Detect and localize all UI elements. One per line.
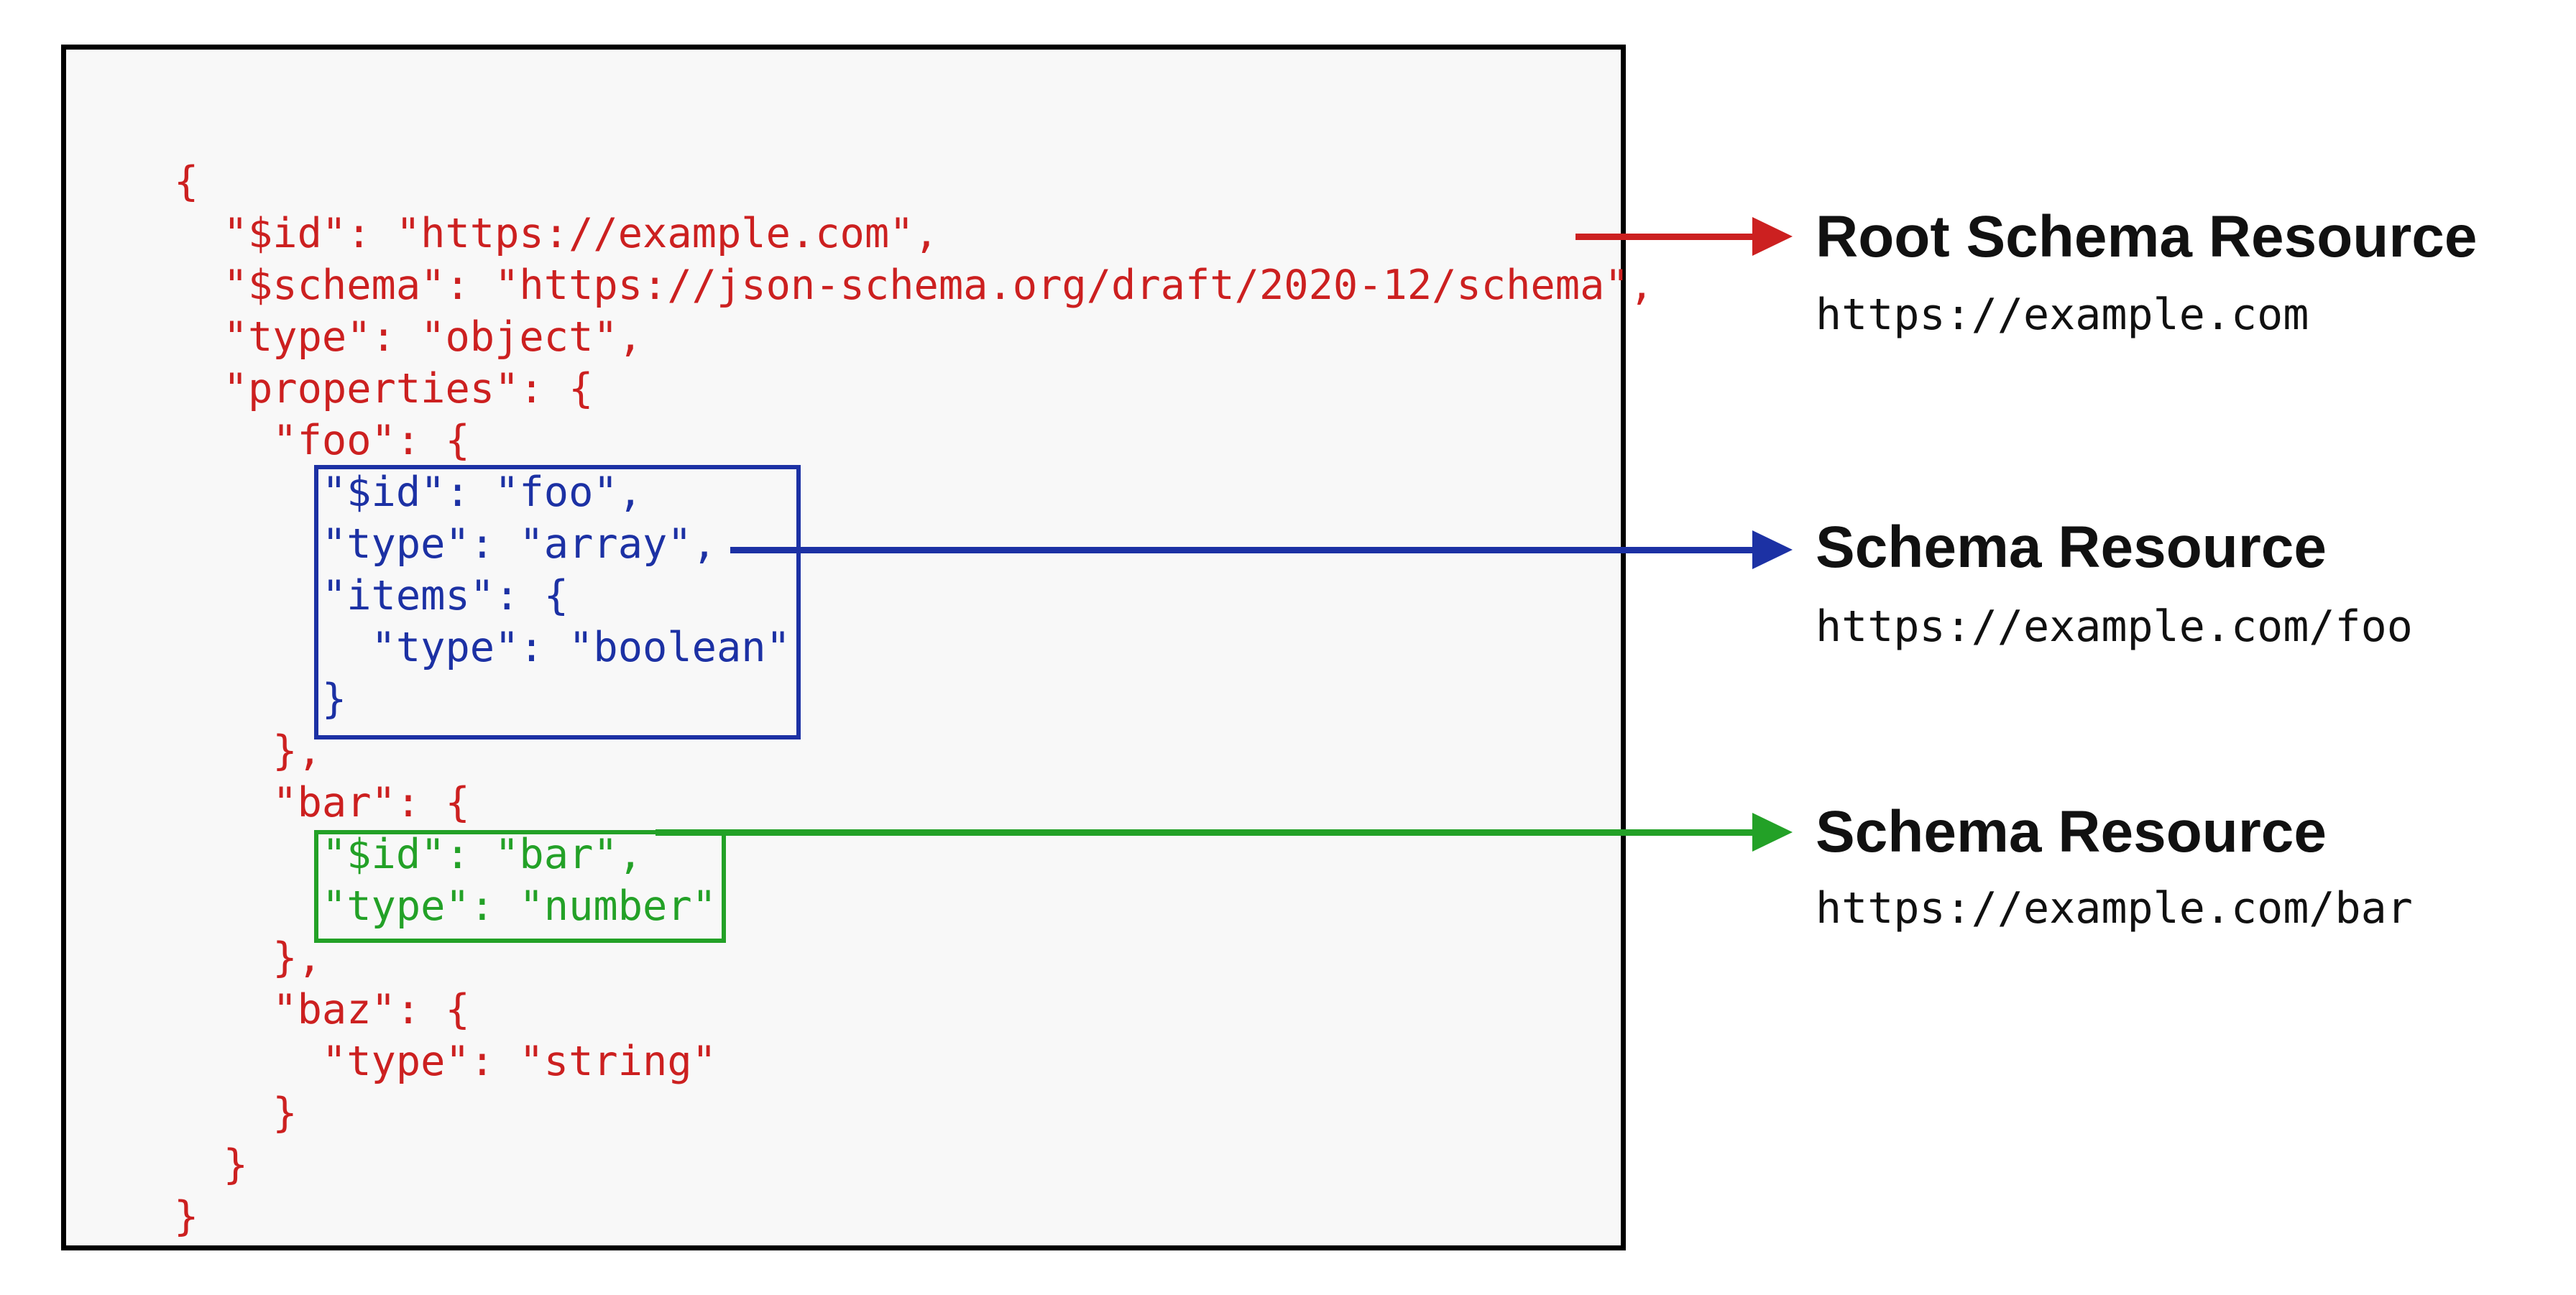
code-line: }, — [174, 727, 322, 775]
foo-schema-arrow-line — [730, 547, 1752, 553]
code-line: "foo": { — [174, 417, 470, 464]
code-line: "$schema": "https://json-schema.org/draf… — [174, 262, 1655, 309]
code-line: "bar": { — [174, 779, 470, 826]
code-line: } — [174, 1141, 248, 1189]
foo-schema-resource-title: Schema Resource — [1816, 515, 2327, 580]
code-line: }, — [174, 934, 322, 982]
code-line: } — [174, 1193, 199, 1240]
arrowhead-icon — [1752, 813, 1793, 852]
code-line: "properties": { — [174, 365, 594, 413]
code-line: "type": "object", — [174, 313, 643, 361]
code-line: "$id": "bar", — [174, 831, 643, 878]
code-line: } — [174, 676, 347, 723]
json-code: { "$id": "https://example.com", "$schema… — [174, 156, 1654, 1243]
code-line: "$id": "https://example.com", — [174, 210, 939, 257]
arrowhead-icon — [1752, 217, 1793, 256]
json-schema-code-box: { "$id": "https://example.com", "$schema… — [61, 45, 1654, 1250]
code-line: } — [174, 1089, 298, 1137]
root-schema-resource-url: https://example.com — [1816, 290, 2309, 340]
code-line: "type": "boolean" — [174, 624, 791, 671]
root-schema-arrow-line — [1576, 234, 1752, 240]
arrowhead-icon — [1752, 530, 1793, 569]
foo-schema-highlight-box — [314, 465, 801, 739]
code-line: "items": { — [174, 572, 569, 619]
code-line: "type": "string" — [174, 1038, 717, 1085]
bar-schema-highlight-box — [314, 830, 726, 943]
bar-schema-arrow-line — [656, 829, 1752, 836]
bar-schema-resource-url: https://example.com/bar — [1816, 883, 2413, 934]
code-line: "$id": "foo", — [174, 469, 643, 516]
code-line: "type": "number" — [174, 882, 717, 930]
code-line: "type": "array", — [174, 520, 717, 568]
code-line: { — [174, 158, 199, 206]
foo-schema-resource-url: https://example.com/foo — [1816, 602, 2413, 652]
bar-schema-resource-title: Schema Resource — [1816, 799, 2327, 865]
root-schema-resource-title: Root Schema Resource — [1816, 204, 2478, 269]
code-line: "baz": { — [174, 986, 470, 1033]
